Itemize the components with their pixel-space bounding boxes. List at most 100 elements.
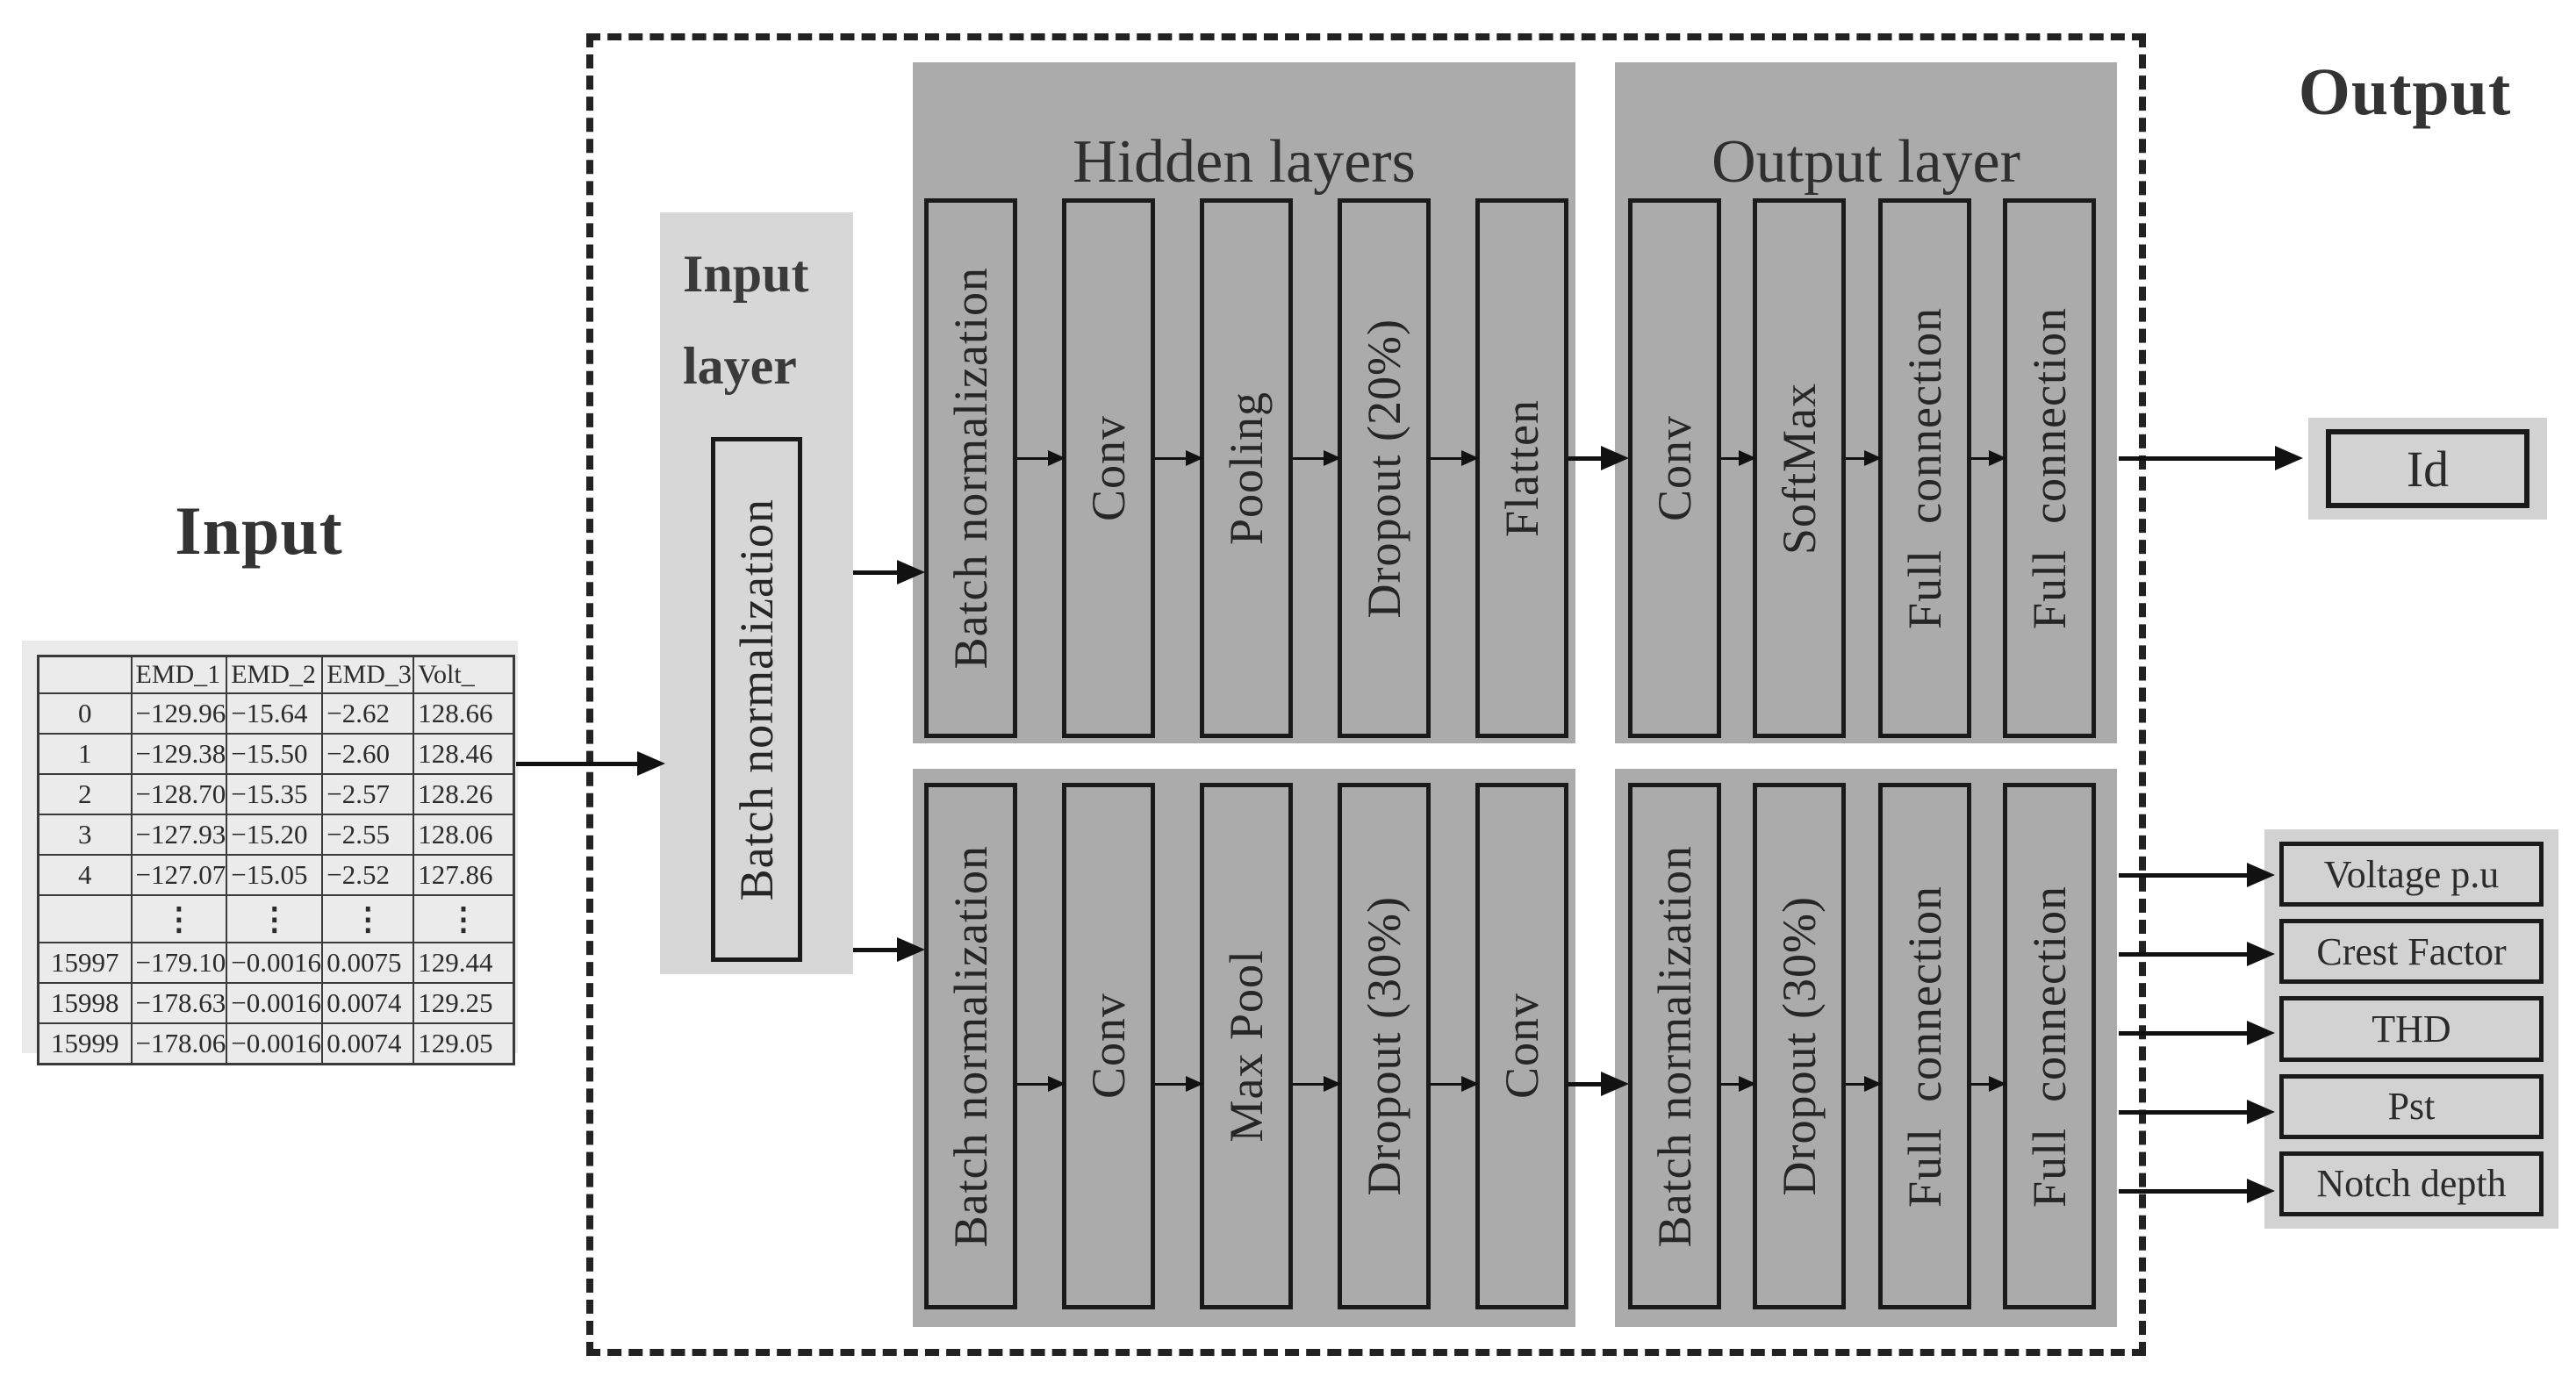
table-cell: 128.26: [413, 773, 515, 815]
table-cell: 129.25: [413, 982, 515, 1024]
output-box-crest-factor: Crest Factor: [2279, 919, 2544, 985]
layer-box-label: Dropout (30%): [1773, 896, 1826, 1196]
table-index-cell: 15999: [37, 1022, 133, 1065]
layer-box-label: Batch normalization: [1648, 844, 1701, 1248]
table-cell: −15.64: [226, 692, 324, 735]
layer-box-label: Pooling: [1220, 391, 1273, 546]
table-cell: −2.60: [321, 733, 415, 775]
table-index-cell: [37, 655, 133, 694]
arrow-connector: [1017, 450, 1066, 466]
table-cell: Volt_: [413, 655, 515, 694]
arrow-connector: [2119, 1179, 2275, 1203]
layer-box-batch-normalization: Batch normalization: [711, 437, 802, 962]
table-cell: ⋮: [321, 894, 415, 943]
arrow-connector: [1017, 1076, 1066, 1092]
layer-box-label: Conv: [1648, 414, 1701, 522]
layer-box-label: Batch normalization: [730, 498, 783, 901]
output-box-voltage-p-u: Voltage p.u: [2279, 842, 2544, 907]
hidden-layers-bottom-row: Batch normalization Conv Max Pool Dropout (…: [924, 783, 1568, 1309]
arrow-connector: [1431, 450, 1479, 466]
table-cell: −15.05: [226, 854, 324, 896]
arrow-connector: [1721, 1076, 1756, 1092]
layer-box-label: Max Pool: [1220, 950, 1273, 1143]
table-cell: −127.07: [130, 854, 228, 896]
table-cell: −15.50: [226, 733, 324, 775]
output-layer-title: Output layer: [1711, 128, 2020, 196]
table-cell: ⋮: [413, 894, 515, 943]
layer-box-label: Flatten: [1496, 399, 1548, 537]
arrow-connector: [2119, 942, 2275, 966]
table-cell: 128.66: [413, 692, 515, 735]
layer-box-conv: Conv: [1062, 198, 1155, 738]
arrow-connector: [1155, 1076, 1203, 1092]
model-boundary-dashed-frame: [586, 33, 2146, 1356]
table-cell: −2.57: [321, 773, 415, 815]
table-cell: −0.0016: [226, 1022, 324, 1065]
output-box-thd: THD: [2279, 996, 2544, 1062]
table-cell: ⋮: [226, 894, 324, 943]
layer-box-label: Dropout (30%): [1358, 896, 1410, 1196]
table-cell: EMD_2: [226, 655, 324, 694]
layer-box-full-connection: Full connection: [1877, 783, 1971, 1309]
arrow-connector: [2119, 1100, 2275, 1124]
output-box-pst: Pst: [2279, 1073, 2544, 1139]
arrow-connector: [1846, 1076, 1882, 1092]
layer-box-label: Conv: [1082, 993, 1135, 1100]
table-cell: 129.05: [413, 1022, 515, 1065]
output-section-title: Output: [2298, 55, 2512, 129]
output-layer-panel-bottom: Batch normalization Dropout (30%) Full con…: [1615, 769, 2117, 1327]
layer-box-conv: Conv: [1475, 783, 1568, 1309]
table-index-cell: 1: [37, 733, 133, 775]
arrow-connector: [2119, 863, 2275, 887]
table-cell: 128.46: [413, 733, 515, 775]
table-cell: 0.0074: [321, 982, 415, 1024]
layer-box-label: SoftMax: [1773, 382, 1826, 555]
layer-box-pooling: Pooling: [1200, 198, 1293, 738]
arrow-connector: [2119, 446, 2303, 470]
layer-box-label: Conv: [1496, 993, 1548, 1100]
table-cell: 129.44: [413, 942, 515, 984]
table-cell: −2.55: [321, 814, 415, 856]
arrow-connector: [1293, 450, 1341, 466]
layer-box-label: Conv: [1082, 414, 1135, 522]
layer-box-conv: Conv: [1062, 783, 1155, 1309]
table-index-cell: 3: [37, 814, 133, 856]
table-cell: −128.70: [130, 773, 228, 815]
arrow-connector: [1568, 446, 1629, 470]
table-cell: −15.35: [226, 773, 324, 815]
table-cell: −2.62: [321, 692, 415, 735]
id-output-container: Id: [2308, 418, 2547, 520]
layer-box-full-connection: Full connection: [1877, 198, 1971, 738]
layer-box-batch-normalization: Batch normalization: [924, 783, 1017, 1309]
layer-box-label: Full connection: [2022, 885, 2076, 1208]
table-cell: EMD_3: [321, 655, 415, 694]
hidden-layers-panel-bottom: Batch normalization Conv Max Pool Dropout (…: [913, 769, 1575, 1327]
arrow-connector: [1846, 450, 1882, 466]
table-cell: −129.38: [130, 733, 228, 775]
arrow-connector: [516, 751, 665, 776]
layer-box-dropout-30: Dropout (30%): [1338, 783, 1431, 1309]
table-cell: 128.06: [413, 814, 515, 856]
table-cell: −2.52: [321, 854, 415, 896]
id-output-box: Id: [2326, 429, 2529, 508]
layer-box-flatten: Flatten: [1475, 198, 1568, 738]
layer-box-conv: Conv: [1628, 198, 1721, 738]
hidden-layers-title: Hidden layers: [1073, 128, 1416, 196]
arrow-connector: [1431, 1076, 1479, 1092]
table-index-cell: 15998: [37, 982, 133, 1024]
input-layer-panel: Input layer Batch normalization: [660, 212, 853, 974]
table-cell: −178.06: [130, 1022, 228, 1065]
